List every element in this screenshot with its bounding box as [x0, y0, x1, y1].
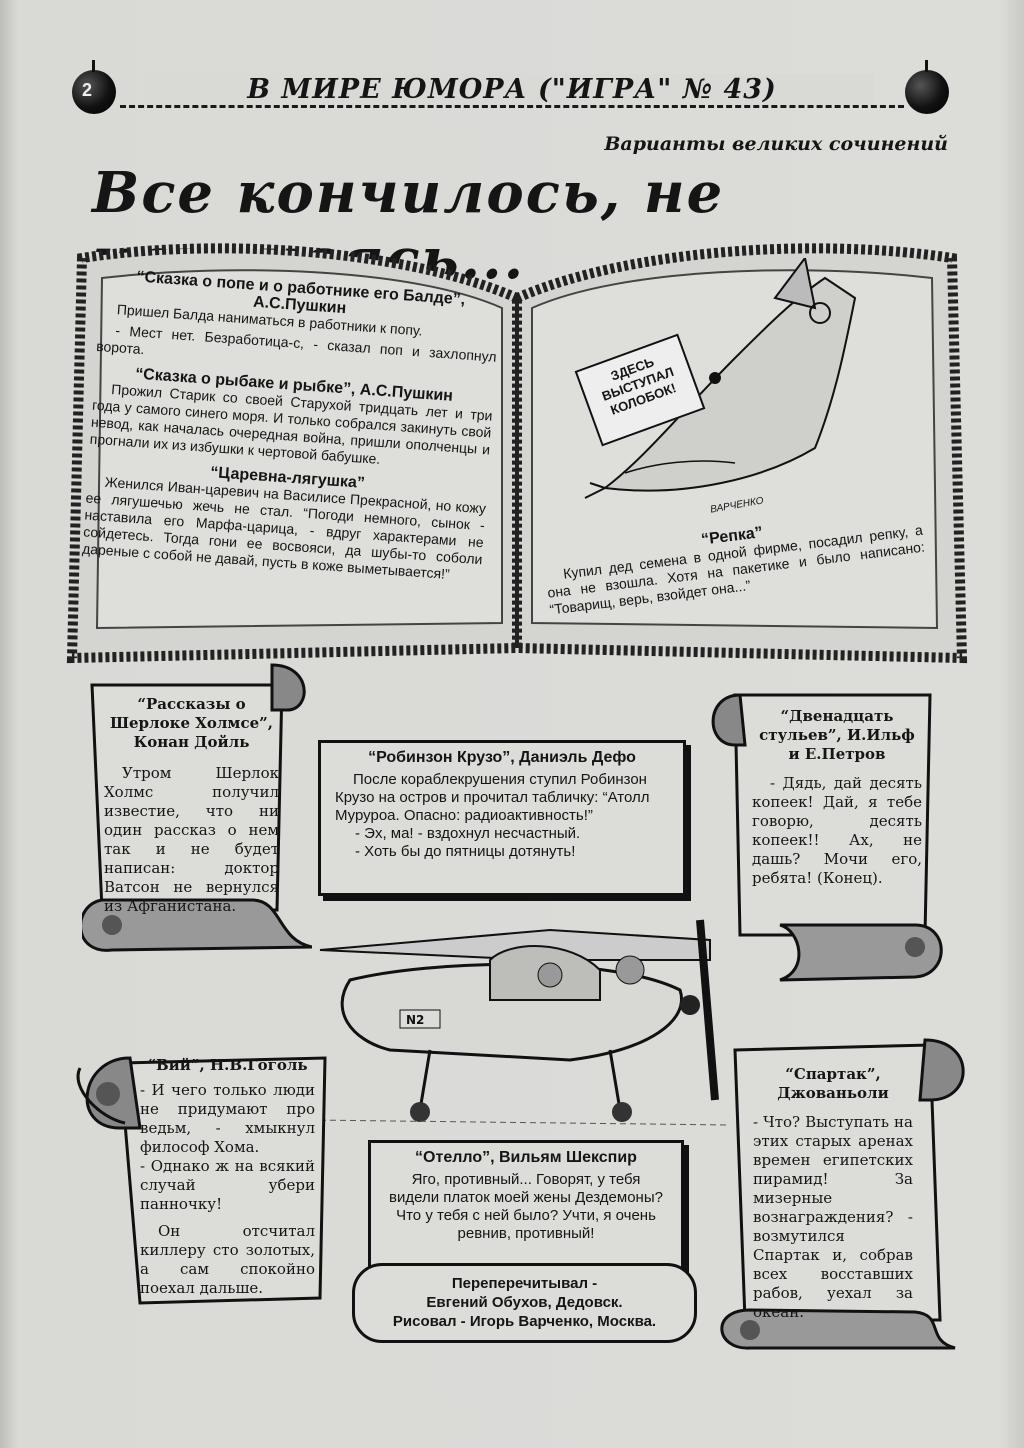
apple-icon-left: 2 [72, 60, 116, 114]
credits-line-3: Рисовал - Игорь Варченко, Москва. [392, 1313, 657, 1330]
scroll-sherlock: “Рассказы о Шерлоке Холмсе”, Конан Дойль… [82, 655, 312, 965]
plane-illustration: N2 [310, 919, 730, 1126]
box-text-robinson-1: После кораблекрушения ступил Робинзон Кр… [335, 771, 650, 824]
scroll-text-spartak: - Что? Выступать на этих старых аренах в… [753, 1113, 913, 1321]
box-title-robinson: “Робинзон Крузо”, Даниэль Дефо [368, 749, 636, 766]
box-text-othello: Яго, противный... Говорят, у тебя видели… [389, 1171, 663, 1242]
header-dashed-line [120, 105, 904, 108]
scroll-title-sherlock: “Рассказы о Шерлоке Холмсе”, Конан Дойль [109, 695, 273, 751]
scroll-title-twelve-chairs: “Двенадцать стульев”, И.Ильф и Е.Петров [759, 707, 915, 763]
box-title-othello: “Отелло”, Вильям Шекспир [415, 1149, 637, 1166]
left-book-page: “Сказка о попе и о работнике его Балде”,… [81, 258, 501, 589]
scroll-text-viy-2: - Однако ж на всякий случай убери панноч… [140, 1157, 315, 1213]
section-subtitle: Варианты великих сочинений [604, 133, 948, 155]
apple-icon-right [905, 60, 949, 114]
scroll-text-viy-3: Он отсчитал киллеру сто золотых, а сам с… [140, 1222, 315, 1297]
scroll-text-twelve-chairs: - Дядь, дай десять копеек! Дай, я тебе г… [752, 774, 922, 887]
scroll-spartak: “Спартак”, Джованьоли - Что? Выступать н… [715, 1030, 975, 1350]
credits-box: Переперечитывал - Евгений Обухов, Дедовс… [352, 1263, 697, 1343]
scroll-twelve-chairs: “Двенадцать стульев”, И.Ильф и Е.Петров … [700, 685, 950, 990]
page-number: 2 [82, 80, 93, 100]
box-othello: “Отелло”, Вильям Шекспир Яго, противный.… [368, 1140, 684, 1276]
fox-cartoon [584, 258, 857, 499]
box-text-robinson-3: - Хоть бы до пятницы дотянуть! [355, 843, 576, 860]
box-robinson: “Робинзон Крузо”, Даниэль Дефо После кор… [318, 740, 686, 896]
box-text-robinson-2: - Эх, ма! - вздохнул несчастный. [355, 825, 581, 842]
scroll-text-viy-1: - И чего только люди не придумают про ве… [140, 1081, 315, 1156]
header-title: В МИРЕ ЮМОРА ("ИГРА" № 43) [150, 74, 874, 105]
scroll-title-viy: “Вий”, Н.В.Гоголь [147, 1056, 308, 1074]
plane-label: N2 [406, 1013, 424, 1027]
scroll-title-spartak: “Спартак”, Джованьоли [777, 1065, 889, 1102]
credits-line-1: Переперечитывал - [451, 1275, 598, 1292]
scroll-text-sherlock: Утром Шерлок Холмс получил известие, что… [104, 764, 279, 915]
credits-line-2: Евгений Обухов, Дедовск. [426, 1294, 623, 1311]
scroll-viy: “Вий”, Н.В.Гоголь - И чего только люди н… [60, 1028, 330, 1333]
